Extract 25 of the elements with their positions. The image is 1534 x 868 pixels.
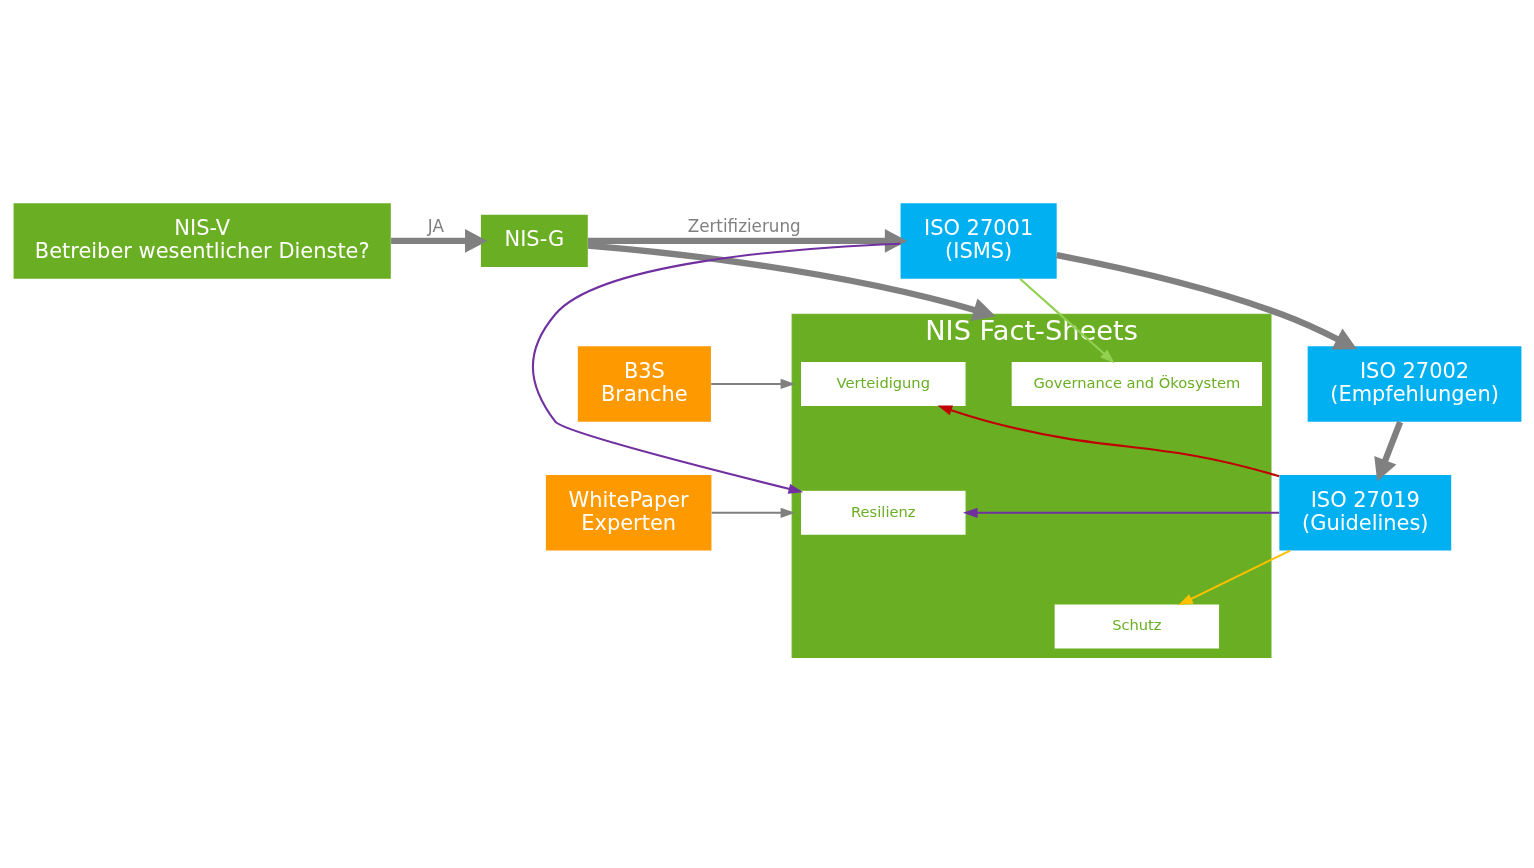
node-box: NIS-V Betreiber wesentlicher Dienste? [13,202,391,279]
node-box: ISO 27001 (ISMS) [900,202,1057,279]
node-box: ISO 27019 (Guidelines) [1278,474,1451,551]
edge-label: Zertifizierung [687,215,801,236]
arrow [390,228,487,253]
arrow [1373,420,1403,481]
arrow [1055,251,1357,349]
arrow [587,242,996,321]
node-box: Verteidigung [799,360,967,407]
arrow [962,507,1279,518]
arrow [1177,549,1291,605]
node-box: ISO 27002 (Empfehlungen) [1307,345,1521,422]
arrow [1019,277,1115,363]
edge-label: JA [427,215,444,236]
node-box: Resilienz [799,489,967,536]
node-box: Governance and Ökosystem [1010,360,1263,407]
arrow [531,242,900,494]
arrow [936,404,1279,477]
arrow [587,228,907,253]
arrow [711,507,795,518]
node-box: Schutz [1053,602,1220,650]
node-box: B3S Branche [577,345,711,422]
arrow [710,378,795,389]
node-box: WhitePaper Experten [545,474,711,551]
node-box: NIS-G [480,214,588,267]
